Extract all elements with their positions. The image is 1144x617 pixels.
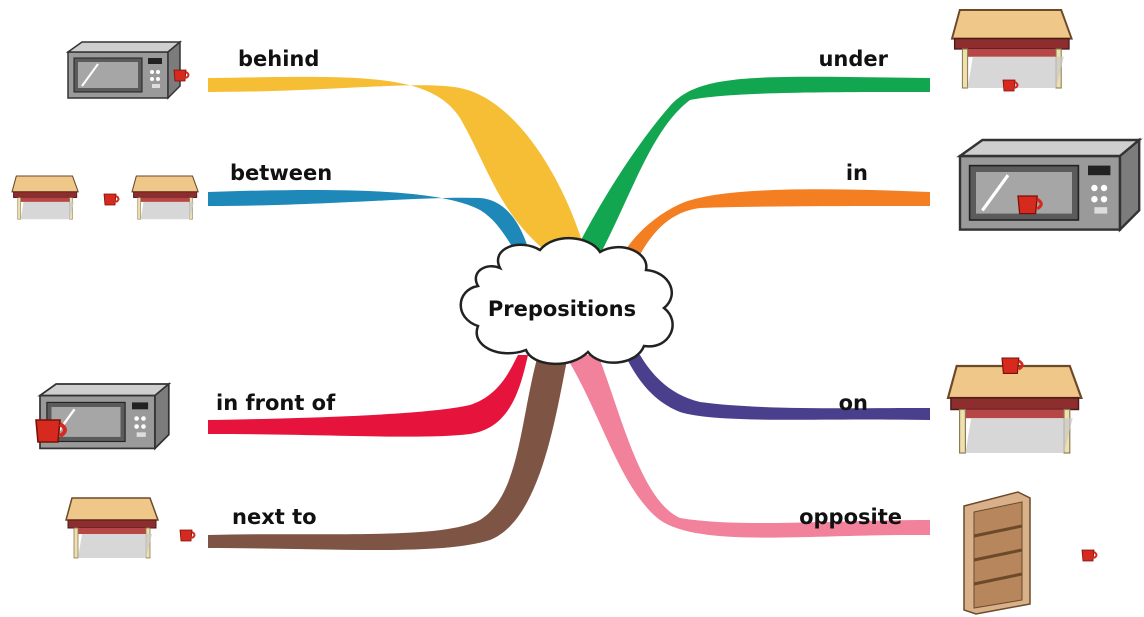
label-under: under — [818, 47, 888, 71]
center-label: Prepositions — [488, 297, 636, 321]
label-between: between — [230, 161, 332, 185]
branch-on — [625, 355, 930, 420]
branch-between — [208, 189, 532, 262]
label-on: on — [839, 391, 868, 415]
center-cloud — [459, 236, 674, 366]
tables-cup-between-icon — [11, 175, 199, 220]
shelf-cup-opposite-icon — [963, 491, 1098, 615]
microwave-cup-front-icon — [34, 382, 170, 450]
branch-opposite — [565, 355, 930, 538]
branch-in — [618, 189, 930, 262]
branch-in-front-of — [208, 355, 528, 437]
table-cup-next-to-icon — [65, 497, 196, 559]
branch-behind — [208, 76, 588, 262]
table-cup-on-icon — [946, 356, 1083, 455]
label-behind: behind — [238, 47, 319, 71]
label-next-to: next to — [232, 505, 317, 529]
label-in: in — [846, 161, 868, 185]
label-in-front-of: in front of — [216, 391, 336, 415]
microwave-cup-behind-icon — [67, 41, 190, 99]
branch-under — [570, 76, 930, 262]
table-cup-under-icon — [951, 9, 1073, 92]
microwave-cup-inside-icon — [958, 138, 1141, 232]
label-opposite: opposite — [799, 505, 902, 529]
